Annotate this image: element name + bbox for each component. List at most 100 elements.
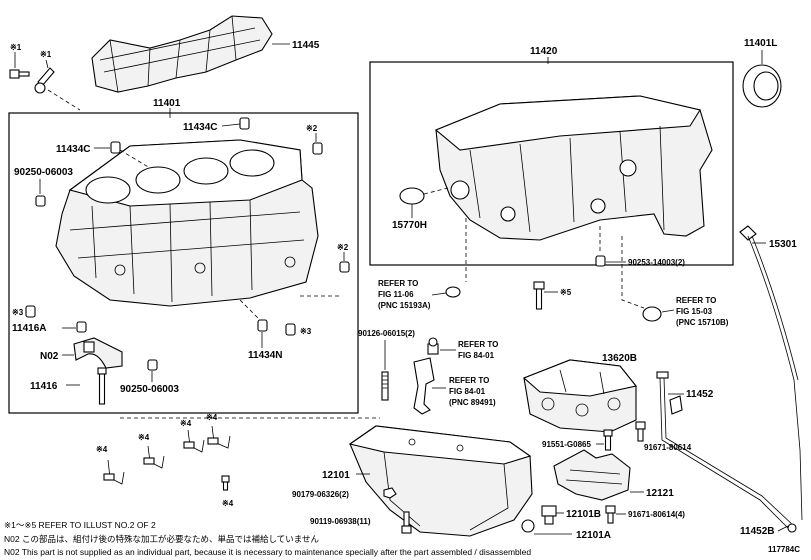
cylinder-block-frame bbox=[8, 112, 359, 414]
callout-91671-a: 91671-80614 bbox=[644, 443, 692, 452]
clip-note4-d[interactable] bbox=[207, 425, 231, 449]
mark-note3-a: ※3 bbox=[12, 308, 24, 317]
drain-plug-gasket[interactable] bbox=[521, 519, 535, 533]
callout-91671-b: 91671-80614(4) bbox=[628, 510, 685, 519]
callout-90126: 90126-06015(2) bbox=[358, 329, 415, 338]
o-ring-ref-fig-15-03[interactable] bbox=[642, 306, 662, 322]
callout-11452b: 11452B bbox=[740, 526, 774, 537]
oil-pan-upper-frame bbox=[369, 61, 734, 266]
pin-note2-a[interactable] bbox=[312, 142, 323, 155]
dowel-11416a[interactable] bbox=[76, 321, 87, 333]
callout-11401: 11401 bbox=[153, 98, 181, 109]
ref1-line1: REFER TO bbox=[378, 279, 418, 288]
ref1-line2: FIG 11-06 bbox=[378, 290, 414, 299]
callout-90253: 90253-14003(2) bbox=[628, 258, 685, 267]
o-ring-15770h[interactable] bbox=[399, 187, 425, 205]
mark-note2-b: ※2 bbox=[337, 243, 349, 252]
ref2-line1: REFER TO bbox=[676, 296, 716, 305]
pin-90253[interactable] bbox=[595, 255, 606, 267]
mark-note5: ※5 bbox=[560, 288, 572, 297]
mark-note4-a: ※4 bbox=[96, 445, 108, 454]
cylinder-block-bolt[interactable] bbox=[9, 69, 30, 79]
callout-90119: 90119-06938(11) bbox=[310, 517, 371, 526]
crankshaft-oil-seal[interactable] bbox=[742, 64, 782, 108]
callout-11445: 11445 bbox=[292, 40, 320, 51]
pin-note3-b[interactable] bbox=[285, 323, 296, 336]
callout-11434c-b: 11434C bbox=[56, 144, 90, 155]
footnote-n02-japanese: N02 この部品は、組付け後の特殊な加工が必要なため、単品では補給していません bbox=[4, 534, 319, 544]
clip-note4-e[interactable] bbox=[221, 475, 230, 491]
callout-11401l: 11401L bbox=[744, 38, 777, 49]
bolt-note5[interactable] bbox=[533, 281, 545, 310]
dowel-pin-left[interactable] bbox=[110, 141, 121, 154]
callout-15770h: 15770H bbox=[392, 220, 427, 231]
callout-11420: 11420 bbox=[530, 46, 558, 57]
dipstick-bracket[interactable] bbox=[787, 523, 797, 533]
balance-shaft-assembly[interactable] bbox=[522, 359, 637, 433]
mark-note4-d: ※4 bbox=[206, 413, 218, 422]
callout-n02: N02 bbox=[40, 351, 59, 362]
bolt-91671-b[interactable] bbox=[605, 505, 616, 524]
bearing-cap-bolt[interactable] bbox=[97, 367, 107, 405]
ref2-line2: FIG 15-03 bbox=[676, 307, 713, 316]
ref4-line3: (PNC 89491) bbox=[449, 398, 496, 407]
callout-11434c-a: 11434C bbox=[183, 122, 217, 133]
callout-12101a: 12101A bbox=[576, 530, 611, 541]
callout-90179: 90179-06326(2) bbox=[292, 490, 349, 499]
callout-11452: 11452 bbox=[686, 389, 714, 400]
callout-11416: 11416 bbox=[30, 381, 58, 392]
mark-note3-b: ※3 bbox=[300, 327, 312, 336]
ref3-line2: FIG 84-01 bbox=[458, 351, 495, 360]
cylinder-block[interactable] bbox=[55, 139, 319, 307]
callout-11434n: 11434N bbox=[248, 350, 282, 361]
callout-12101: 12101 bbox=[322, 470, 350, 481]
footnote-n02-english: N02 This part is not supplied as an indi… bbox=[4, 547, 531, 557]
nut-90179[interactable] bbox=[383, 487, 397, 499]
dowel-pin-top[interactable] bbox=[239, 117, 250, 130]
callout-90250-a: 90250-06003 bbox=[14, 167, 73, 178]
mark-note1-a: ※1 bbox=[10, 43, 22, 52]
clip-note4-b[interactable] bbox=[143, 445, 165, 469]
ref1-line3: (PNC 15193A) bbox=[378, 301, 431, 310]
clip-note4-c[interactable] bbox=[183, 429, 205, 453]
callout-13620b: 13620B bbox=[602, 353, 637, 364]
mark-note1-b: ※1 bbox=[40, 50, 52, 59]
plug-90250-b[interactable] bbox=[147, 359, 158, 371]
ref2-line3: (PNC 15710B) bbox=[676, 318, 729, 327]
callout-91551: 91551-G0865 bbox=[542, 440, 591, 449]
o-ring-ref-fig-11-06[interactable] bbox=[445, 286, 461, 298]
lower-oil-pan[interactable] bbox=[348, 425, 533, 537]
oil-pressure-sensor[interactable] bbox=[427, 337, 439, 355]
callout-12101b: 12101B bbox=[566, 509, 601, 520]
ref4-line1: REFER TO bbox=[449, 376, 489, 385]
pin-note3-a[interactable] bbox=[25, 305, 36, 318]
callout-15301: 15301 bbox=[769, 239, 797, 250]
dowel-11434n[interactable] bbox=[257, 319, 268, 332]
dipstick-guide-tube[interactable] bbox=[656, 371, 795, 531]
ref4-line2: FIG 84-01 bbox=[449, 387, 486, 396]
mark-note4-c: ※4 bbox=[180, 419, 192, 428]
callout-11416a: 11416A bbox=[12, 323, 46, 334]
footnote-illust-ref: ※1～※5 REFER TO ILLUST NO.2 OF 2 bbox=[4, 520, 156, 530]
mark-note4-b: ※4 bbox=[138, 433, 150, 442]
upper-oil-pan[interactable] bbox=[434, 95, 713, 241]
bolt-91671-a[interactable] bbox=[635, 421, 646, 442]
illustration-number: 117784C bbox=[768, 545, 800, 554]
callout-12121: 12121 bbox=[646, 488, 674, 499]
mark-note2-a: ※2 bbox=[306, 124, 318, 133]
pin-note2-b[interactable] bbox=[339, 261, 350, 273]
clip-note4-a[interactable] bbox=[103, 459, 125, 485]
oil-pan-baffle-plate[interactable] bbox=[553, 449, 631, 501]
plug-90250-a[interactable] bbox=[35, 195, 46, 207]
cylinder-block-cover[interactable] bbox=[91, 15, 273, 93]
ref3-line1: REFER TO bbox=[458, 340, 498, 349]
cylinder-block-plug[interactable] bbox=[34, 67, 55, 94]
bolt-91551[interactable] bbox=[603, 429, 613, 451]
oil-level-gauge[interactable] bbox=[739, 225, 803, 521]
bolt-90119[interactable] bbox=[401, 511, 412, 534]
stud-bolt-90126[interactable] bbox=[381, 371, 389, 401]
oil-level-sensor[interactable] bbox=[413, 357, 435, 415]
main-bearing-cap[interactable] bbox=[73, 337, 123, 369]
oil-drain-plug[interactable] bbox=[541, 505, 557, 525]
